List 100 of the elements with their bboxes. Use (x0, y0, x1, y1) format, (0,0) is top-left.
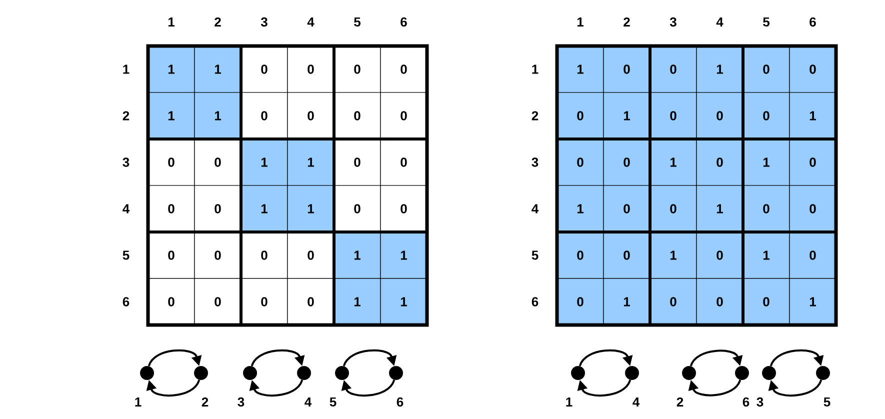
matrix-cell: 1 (742, 138, 790, 186)
matrix-cell: 1 (380, 232, 428, 279)
vertex-label: 2 (202, 397, 208, 407)
vertex-label: 3 (756, 397, 764, 407)
matrix-cell: 0 (287, 278, 334, 326)
matrix-cell: 0 (742, 46, 790, 93)
row-header: 5 (532, 250, 538, 260)
vertex-label: 6 (396, 397, 404, 407)
row-header: 5 (122, 250, 130, 260)
matrix-cell: 0 (287, 92, 334, 140)
arrow (688, 380, 742, 396)
column-header: 2 (214, 17, 221, 27)
matrix-cell: 1 (240, 185, 288, 232)
matrix-cell: 0 (287, 46, 334, 93)
vertex-label: 4 (304, 398, 312, 406)
column-header: 3 (260, 17, 268, 27)
matrix-cell: 0 (148, 278, 195, 326)
matrix-cell: 0 (742, 278, 790, 326)
vertex-label: 1 (135, 398, 142, 406)
matrix-cell: 0 (287, 232, 334, 279)
matrix-cell: 1 (789, 92, 836, 140)
arrow (341, 380, 396, 397)
matrix-cell: 0 (789, 46, 836, 93)
matrix-cell: 0 (556, 138, 604, 186)
arrow (768, 380, 822, 397)
row-header: 1 (123, 64, 130, 74)
matrix-cell: 1 (194, 46, 242, 93)
matrix-cell: 1 (287, 185, 334, 232)
matrix-cell: 0 (194, 185, 242, 232)
matrix-cell: 1 (650, 232, 697, 279)
arrow (770, 349, 824, 366)
matrix-cell: 0 (556, 278, 604, 326)
vertex-label: 5 (330, 397, 336, 407)
matrix-cell: 0 (148, 232, 195, 279)
arrow (690, 350, 743, 366)
matrix-cell: 0 (742, 92, 790, 140)
vertex-label: 2 (676, 397, 684, 407)
vertex-label: 3 (238, 397, 244, 407)
matrix-cell: 1 (148, 92, 195, 140)
matrix-cell: 0 (380, 138, 428, 186)
matrix-cell: 1 (380, 278, 428, 326)
matrix-cell: 1 (603, 278, 650, 326)
row-header: 1 (532, 64, 538, 74)
row-header: 2 (122, 111, 130, 120)
matrix-cell: 0 (742, 185, 790, 232)
matrix-cell: 0 (789, 138, 836, 186)
matrix-cell: 0 (334, 46, 381, 93)
column-header: 4 (307, 18, 314, 26)
matrix-cell: 0 (380, 46, 428, 93)
matrix-cell: 0 (650, 278, 697, 326)
matrix-cell: 0 (148, 185, 195, 232)
matrix-cell: 0 (556, 232, 604, 279)
matrix-cell: 1 (287, 138, 334, 186)
row-header: 6 (122, 297, 130, 306)
matrix-cell: 0 (380, 185, 428, 232)
row-header: 6 (532, 297, 538, 306)
vertex-label: 1 (566, 398, 572, 406)
row-header: 4 (532, 204, 539, 214)
column-header: 6 (400, 17, 407, 27)
matrix-cell: 0 (789, 185, 836, 232)
vertex-label: 6 (742, 397, 750, 407)
matrix-cell: 0 (240, 92, 288, 140)
column-header: 2 (624, 17, 630, 27)
matrix-cell: 0 (240, 46, 288, 93)
matrix-cell: 0 (603, 46, 650, 93)
row-header: 3 (532, 158, 538, 167)
arrow (342, 349, 397, 366)
matrix-cell: 0 (334, 138, 381, 186)
matrix-cell: 0 (603, 138, 650, 186)
arrow (148, 349, 202, 366)
matrix-cell: 0 (650, 92, 697, 140)
matrix-cell: 0 (334, 185, 381, 232)
matrix-cell: 0 (603, 232, 650, 279)
matrix-cell: 1 (240, 138, 288, 186)
matrix-cell: 1 (194, 92, 242, 140)
matrix-cell: 1 (556, 46, 604, 93)
column-header: 3 (670, 17, 676, 27)
matrix-cell: 0 (650, 185, 697, 232)
matrix-cell: 0 (334, 92, 381, 140)
matrix-cell: 1 (334, 278, 381, 326)
matrix-cell: 0 (789, 232, 836, 279)
matrix-cell: 1 (696, 46, 744, 93)
row-header: 4 (122, 204, 130, 214)
matrix-cell: 0 (556, 92, 604, 140)
matrix-cell: 0 (696, 92, 744, 140)
column-header: 5 (763, 17, 770, 27)
matrix-cell: 0 (148, 138, 195, 186)
row-header: 2 (532, 111, 538, 120)
arrow (577, 380, 632, 397)
matrix-cell: 1 (789, 278, 836, 326)
arrow (146, 380, 200, 397)
row-header: 3 (122, 158, 130, 167)
matrix-cell: 1 (650, 138, 697, 186)
column-header: 4 (716, 18, 724, 26)
matrix-cell: 0 (194, 232, 242, 279)
matrix-cell: 0 (240, 278, 288, 326)
matrix-cell: 1 (603, 92, 650, 140)
matrix-cell: 0 (650, 46, 697, 93)
vertex-label: 5 (824, 397, 830, 407)
column-header: 6 (810, 17, 816, 27)
